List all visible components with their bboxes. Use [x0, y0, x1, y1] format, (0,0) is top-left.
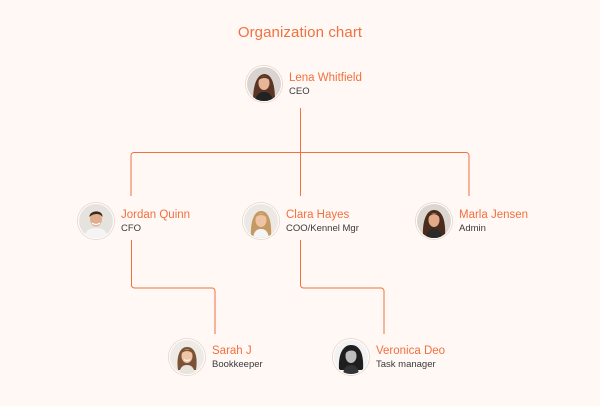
connector-cfo-bookkeeper [131, 240, 216, 334]
chart-title: Organization chart [237, 24, 363, 41]
person-role: COO/Kennel Mgr [286, 222, 359, 234]
person-role: CFO [121, 222, 142, 234]
person-name: Marla Jensen [459, 208, 529, 221]
person-role: CEO [289, 85, 310, 97]
person-name: Veronica Deo [376, 344, 446, 357]
connector-level2-bar [130, 152, 470, 196]
person-name: Clara Hayes [286, 208, 350, 221]
org-node-cfo[interactable]: Jordan Quinn CFO [78, 203, 190, 239]
woman-avatar-icon [416, 203, 452, 239]
org-node-bookkeeper[interactable]: Sarah J Bookkeeper [169, 339, 263, 375]
person-name: Lena Whitfield [289, 71, 362, 84]
woman-avatar-icon [169, 339, 205, 375]
connector-coo-taskmanager [300, 240, 385, 334]
person-role: Admin [459, 222, 486, 234]
person-role: Task manager [376, 358, 436, 370]
person-name: Jordan Quinn [121, 208, 191, 221]
woman-bw-avatar-icon [333, 339, 369, 375]
org-node-admin[interactable]: Marla Jensen Admin [416, 203, 528, 239]
man-avatar-icon [78, 203, 114, 239]
person-name: Sarah J [212, 344, 252, 357]
org-node-task-manager[interactable]: Veronica Deo Task manager [333, 339, 445, 375]
org-node-ceo[interactable]: Lena Whitfield CEO [246, 66, 362, 102]
org-node-coo[interactable]: Clara Hayes COO/Kennel Mgr [243, 203, 359, 239]
woman-avatar-icon [243, 203, 279, 239]
person-role: Bookkeeper [212, 358, 263, 370]
woman-avatar-icon [246, 66, 282, 102]
